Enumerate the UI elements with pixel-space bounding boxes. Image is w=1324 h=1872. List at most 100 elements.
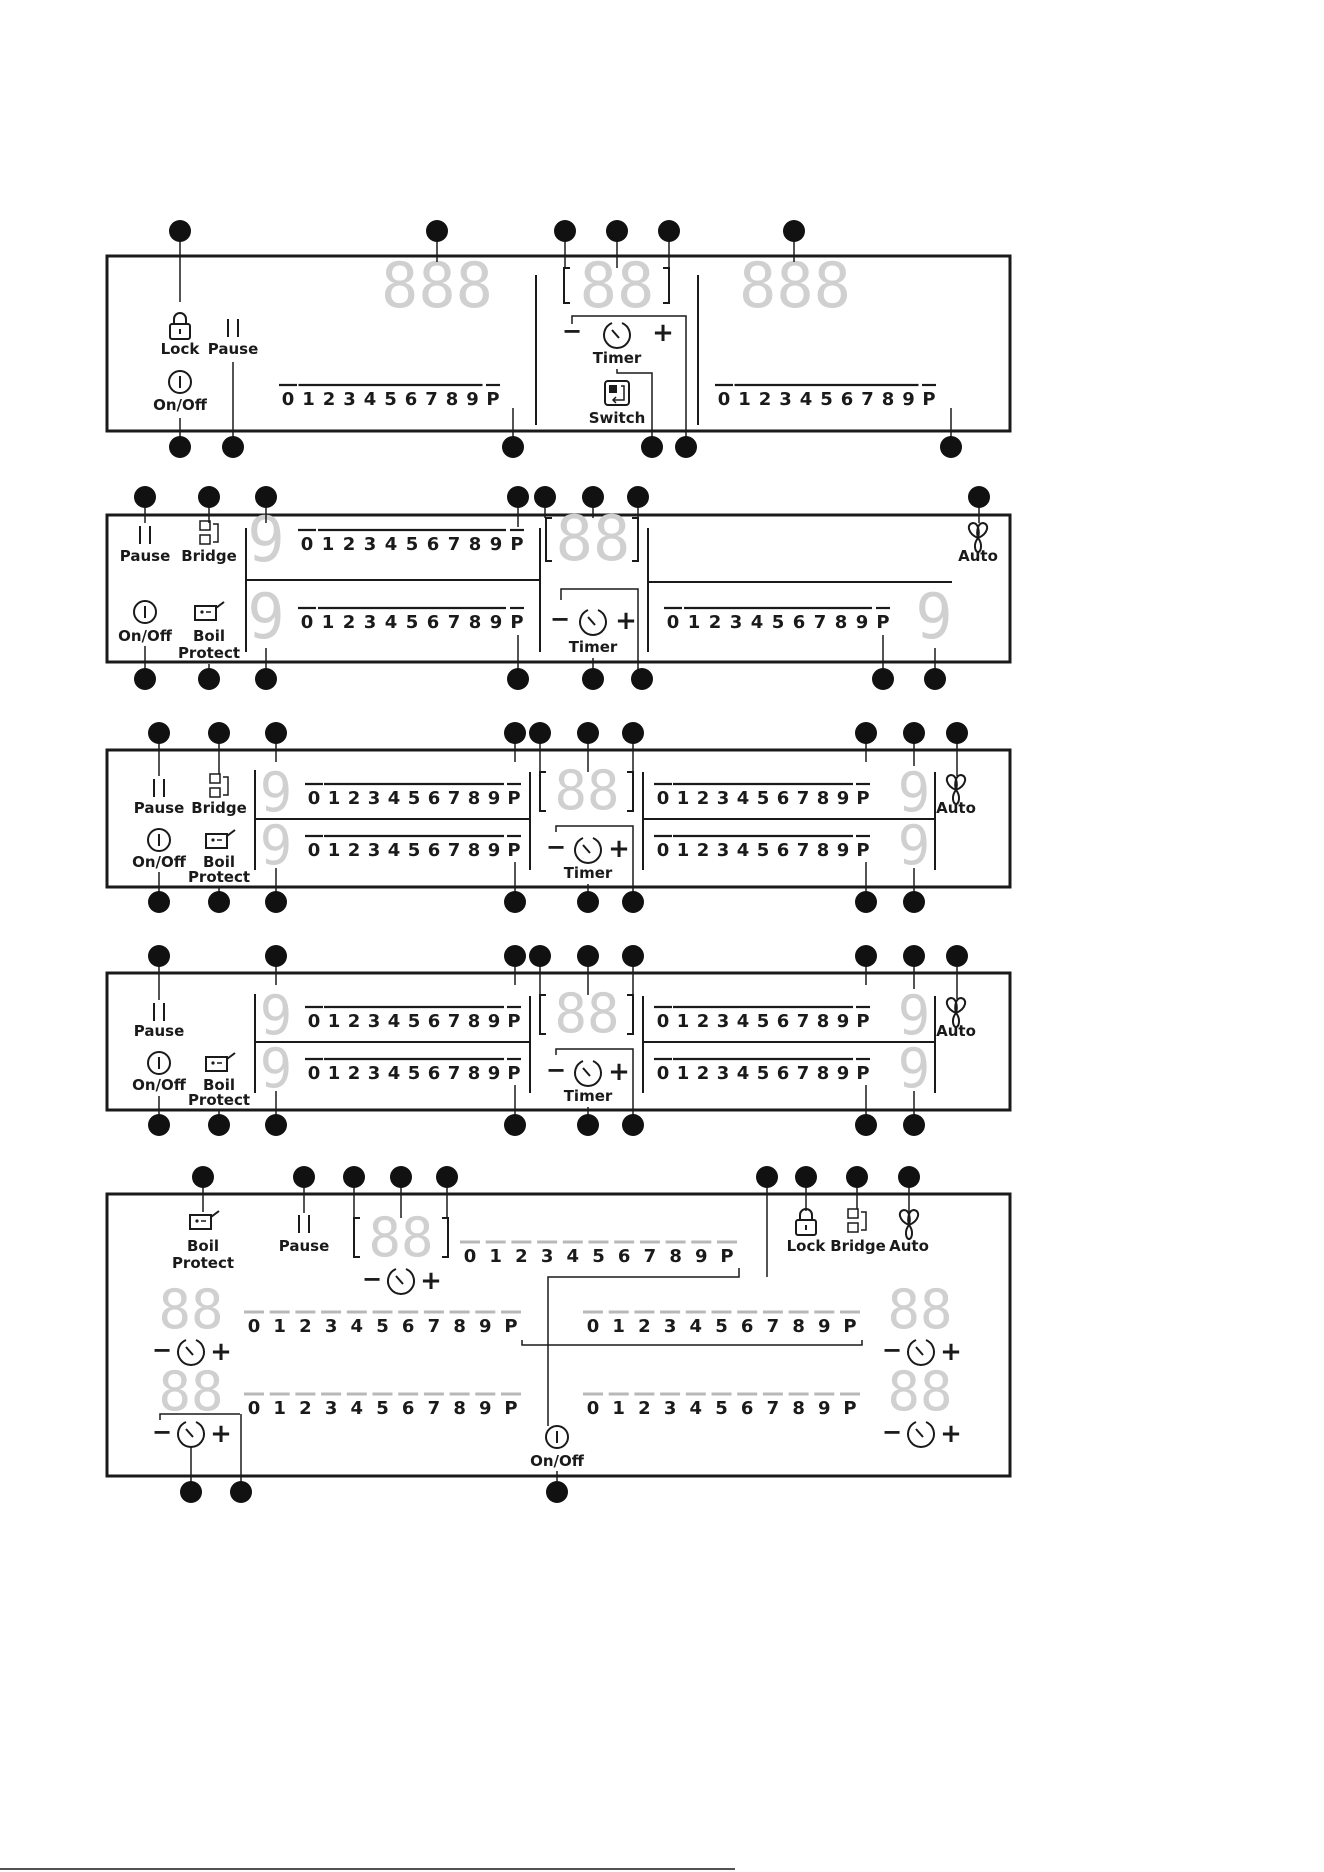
power-level-4[interactable]: 4 <box>351 1316 364 1337</box>
power-level-1[interactable]: 1 <box>328 1063 341 1084</box>
power-level-4[interactable]: 4 <box>567 1246 580 1267</box>
power-level-9[interactable]: 9 <box>488 840 501 861</box>
power-level-P[interactable]: P <box>856 1011 869 1032</box>
power-level-8[interactable]: 8 <box>882 389 895 410</box>
power-level-P[interactable]: P <box>507 840 520 861</box>
power-level-0[interactable]: 0 <box>657 1011 670 1032</box>
power-level-2[interactable]: 2 <box>348 1063 361 1084</box>
power-level-5[interactable]: 5 <box>757 840 770 861</box>
power-level-9[interactable]: 9 <box>818 1398 831 1419</box>
power-level-5[interactable]: 5 <box>757 788 770 809</box>
power-level-4[interactable]: 4 <box>690 1316 703 1337</box>
power-level-5[interactable]: 5 <box>408 840 421 861</box>
power-level-0[interactable]: 0 <box>464 1246 477 1267</box>
power-level-2[interactable]: 2 <box>709 612 722 633</box>
power-level-8[interactable]: 8 <box>817 840 830 861</box>
power-level-6[interactable]: 6 <box>402 1316 415 1337</box>
power-level-3[interactable]: 3 <box>364 534 377 555</box>
power-level-1[interactable]: 1 <box>328 788 341 809</box>
power-level-3[interactable]: 3 <box>541 1246 554 1267</box>
power-level-3[interactable]: 3 <box>364 612 377 633</box>
power-level-0[interactable]: 0 <box>657 840 670 861</box>
power-level-8[interactable]: 8 <box>792 1316 805 1337</box>
power-level-3[interactable]: 3 <box>717 1063 730 1084</box>
power-level-6[interactable]: 6 <box>405 389 418 410</box>
power-level-5[interactable]: 5 <box>592 1246 605 1267</box>
power-level-6[interactable]: 6 <box>402 1398 415 1419</box>
power-level-7[interactable]: 7 <box>448 1063 461 1084</box>
power-level-P[interactable]: P <box>510 534 523 555</box>
power-level-6[interactable]: 6 <box>428 1011 441 1032</box>
power-level-1[interactable]: 1 <box>322 534 335 555</box>
power-level-1[interactable]: 1 <box>302 389 315 410</box>
power-level-7[interactable]: 7 <box>861 389 874 410</box>
power-level-4[interactable]: 4 <box>351 1398 364 1419</box>
power-level-4[interactable]: 4 <box>385 612 398 633</box>
power-level-6[interactable]: 6 <box>741 1316 754 1337</box>
power-level-9[interactable]: 9 <box>837 1011 850 1032</box>
power-level-7[interactable]: 7 <box>448 840 461 861</box>
power-level-2[interactable]: 2 <box>348 1011 361 1032</box>
power-level-9[interactable]: 9 <box>479 1398 492 1419</box>
power-level-4[interactable]: 4 <box>737 788 750 809</box>
power-level-6[interactable]: 6 <box>618 1246 631 1267</box>
power-level-3[interactable]: 3 <box>664 1398 677 1419</box>
power-level-9[interactable]: 9 <box>488 1063 501 1084</box>
power-level-8[interactable]: 8 <box>468 1063 481 1084</box>
power-level-P[interactable]: P <box>507 1063 520 1084</box>
power-level-3[interactable]: 3 <box>368 1011 381 1032</box>
power-level-3[interactable]: 3 <box>717 788 730 809</box>
power-level-6[interactable]: 6 <box>777 1063 790 1084</box>
power-level-7[interactable]: 7 <box>797 788 810 809</box>
power-level-1[interactable]: 1 <box>273 1316 286 1337</box>
power-level-5[interactable]: 5 <box>408 1063 421 1084</box>
power-level-2[interactable]: 2 <box>697 1011 710 1032</box>
power-level-2[interactable]: 2 <box>343 534 356 555</box>
power-level-2[interactable]: 2 <box>759 389 772 410</box>
power-level-7[interactable]: 7 <box>767 1316 780 1337</box>
power-level-0[interactable]: 0 <box>308 1011 321 1032</box>
power-level-3[interactable]: 3 <box>325 1316 338 1337</box>
power-level-3[interactable]: 3 <box>368 1063 381 1084</box>
power-level-6[interactable]: 6 <box>777 788 790 809</box>
power-level-3[interactable]: 3 <box>779 389 792 410</box>
power-level-6[interactable]: 6 <box>777 1011 790 1032</box>
power-level-7[interactable]: 7 <box>767 1398 780 1419</box>
power-level-P[interactable]: P <box>856 788 869 809</box>
power-level-5[interactable]: 5 <box>715 1316 728 1337</box>
power-level-8[interactable]: 8 <box>453 1316 466 1337</box>
power-level-9[interactable]: 9 <box>490 534 503 555</box>
power-level-2[interactable]: 2 <box>323 389 336 410</box>
power-level-3[interactable]: 3 <box>664 1316 677 1337</box>
power-level-7[interactable]: 7 <box>644 1246 657 1267</box>
power-level-P[interactable]: P <box>922 389 935 410</box>
power-level-8[interactable]: 8 <box>817 1063 830 1084</box>
power-level-3[interactable]: 3 <box>325 1398 338 1419</box>
power-level-7[interactable]: 7 <box>428 1398 441 1419</box>
power-level-6[interactable]: 6 <box>428 788 441 809</box>
power-level-8[interactable]: 8 <box>669 1246 682 1267</box>
power-level-2[interactable]: 2 <box>638 1398 651 1419</box>
power-level-3[interactable]: 3 <box>717 840 730 861</box>
power-level-2[interactable]: 2 <box>515 1246 528 1267</box>
power-level-1[interactable]: 1 <box>677 840 690 861</box>
power-level-5[interactable]: 5 <box>772 612 785 633</box>
power-level-1[interactable]: 1 <box>273 1398 286 1419</box>
power-level-P[interactable]: P <box>843 1316 856 1337</box>
power-level-0[interactable]: 0 <box>587 1398 600 1419</box>
power-level-5[interactable]: 5 <box>715 1398 728 1419</box>
power-level-1[interactable]: 1 <box>489 1246 502 1267</box>
power-level-0[interactable]: 0 <box>657 1063 670 1084</box>
power-level-9[interactable]: 9 <box>695 1246 708 1267</box>
power-level-0[interactable]: 0 <box>301 534 314 555</box>
power-level-5[interactable]: 5 <box>820 389 833 410</box>
power-level-4[interactable]: 4 <box>737 1011 750 1032</box>
power-level-5[interactable]: 5 <box>408 788 421 809</box>
power-level-3[interactable]: 3 <box>717 1011 730 1032</box>
